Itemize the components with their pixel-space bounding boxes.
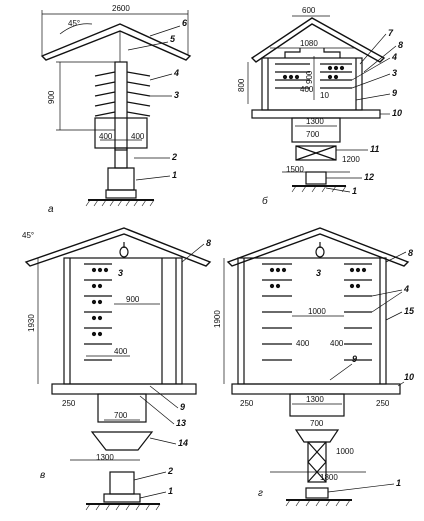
dim-angle-v: 45°	[22, 231, 34, 240]
roof-g	[226, 227, 410, 267]
roof-b	[250, 17, 386, 63]
label-10-g: 10	[404, 372, 414, 382]
dim-250-left-g: 250	[240, 399, 254, 408]
shelves-v	[84, 263, 112, 361]
base-b	[291, 117, 341, 143]
dim-400-v: 400	[114, 347, 128, 356]
label-8-b: 8	[398, 40, 403, 50]
label-4-a: 4	[173, 68, 179, 78]
dim-angle-a: 45°	[68, 19, 80, 28]
dim-1930-v: 1930	[27, 314, 36, 332]
shelves-a	[94, 71, 151, 117]
label-2-a: 2	[171, 152, 177, 162]
dim-2600: 2600	[112, 4, 130, 13]
dim-1000-g: 1000	[308, 307, 326, 316]
label-14-v: 14	[178, 438, 188, 448]
label-10-b: 10	[392, 108, 402, 118]
roof-a	[40, 23, 192, 61]
dim-1300-v: 1300	[96, 453, 114, 462]
dim-1000-leg-g: 1000	[336, 447, 354, 456]
caption-v: в	[40, 470, 45, 481]
dim-1500-b: 1500	[286, 165, 304, 174]
dim-700-g: 700	[310, 419, 324, 428]
label-9-v: 9	[180, 402, 185, 412]
label-3-a: 3	[174, 90, 179, 100]
label-5-a: 5	[170, 34, 176, 44]
label-3-g: 3	[316, 268, 321, 278]
label-1-v: 1	[168, 486, 173, 496]
label-2-v: 2	[167, 466, 173, 476]
base-g	[289, 393, 345, 417]
dim-700-b: 700	[306, 130, 320, 139]
dim-400-left-a: 400	[99, 132, 113, 141]
label-13-v: 13	[176, 418, 186, 428]
label-6-a: 6	[182, 18, 188, 28]
label-1-a: 1	[172, 170, 177, 180]
dim-900-a: 900	[47, 90, 56, 104]
floor-v	[51, 383, 197, 395]
panel-a: 2600 45° 900 400 400	[40, 4, 192, 215]
panel-g: 1900 1000 400 400 250 250 1300 700 1000 …	[213, 227, 415, 507]
base-v	[97, 393, 147, 423]
dim-900-b: 900	[305, 70, 314, 84]
dim-1200-b: 1200	[342, 155, 360, 164]
roof-v	[24, 227, 212, 267]
dim-400-right-a: 400	[131, 132, 145, 141]
dim-900-v: 900	[126, 295, 140, 304]
caption-a: а	[48, 204, 54, 215]
post-a	[114, 61, 128, 151]
shelves-g	[262, 263, 372, 361]
label-4-b: 4	[391, 52, 397, 62]
caption-b: б	[262, 195, 268, 207]
panel-v: 45° 1930 900 400 250	[22, 227, 212, 511]
label-12-b: 12	[364, 172, 374, 182]
dim-400-right-g: 400	[330, 339, 344, 348]
floor-g	[231, 383, 401, 395]
foundation-a	[107, 167, 135, 191]
label-1-b: 1	[352, 186, 357, 196]
dim-250-right-g: 250	[376, 399, 390, 408]
label-7-b: 7	[388, 28, 394, 38]
dim-1800-g: 1800	[320, 473, 338, 482]
label-9-g: 9	[352, 354, 357, 364]
walls-g	[237, 257, 387, 385]
lamp-g	[315, 246, 325, 258]
dim-10-b: 10	[320, 91, 329, 100]
caption-g: г	[258, 488, 263, 499]
label-15-g: 15	[404, 306, 415, 316]
dim-1300-g: 1300	[306, 395, 324, 404]
angle-arc	[59, 23, 93, 35]
pedestal-v	[90, 431, 154, 451]
shelves-b	[275, 63, 352, 89]
dim-400-left-g: 400	[296, 339, 310, 348]
label-11-b: 11	[370, 144, 379, 154]
dim-800-b: 800	[237, 78, 246, 92]
label-1-g: 1	[396, 478, 401, 488]
dim-1900-g: 1900	[213, 310, 222, 328]
dim-600-b: 600	[302, 6, 316, 15]
label-3-b: 3	[392, 68, 397, 78]
lamp-v	[119, 246, 129, 258]
dim-1300-b: 1300	[306, 117, 324, 126]
dim-1080-b: 1080	[300, 39, 318, 48]
label-4-g: 4	[403, 284, 409, 294]
label-8-v: 8	[206, 238, 211, 248]
label-3-v: 3	[118, 268, 123, 278]
dim-250-v: 250	[62, 399, 76, 408]
dim-400-b: 400	[300, 85, 314, 94]
panel-b: 600 1080 800 900 400 10	[237, 6, 403, 207]
dim-700-v: 700	[114, 411, 128, 420]
label-9-b: 9	[392, 88, 397, 98]
label-8-g: 8	[408, 248, 413, 258]
